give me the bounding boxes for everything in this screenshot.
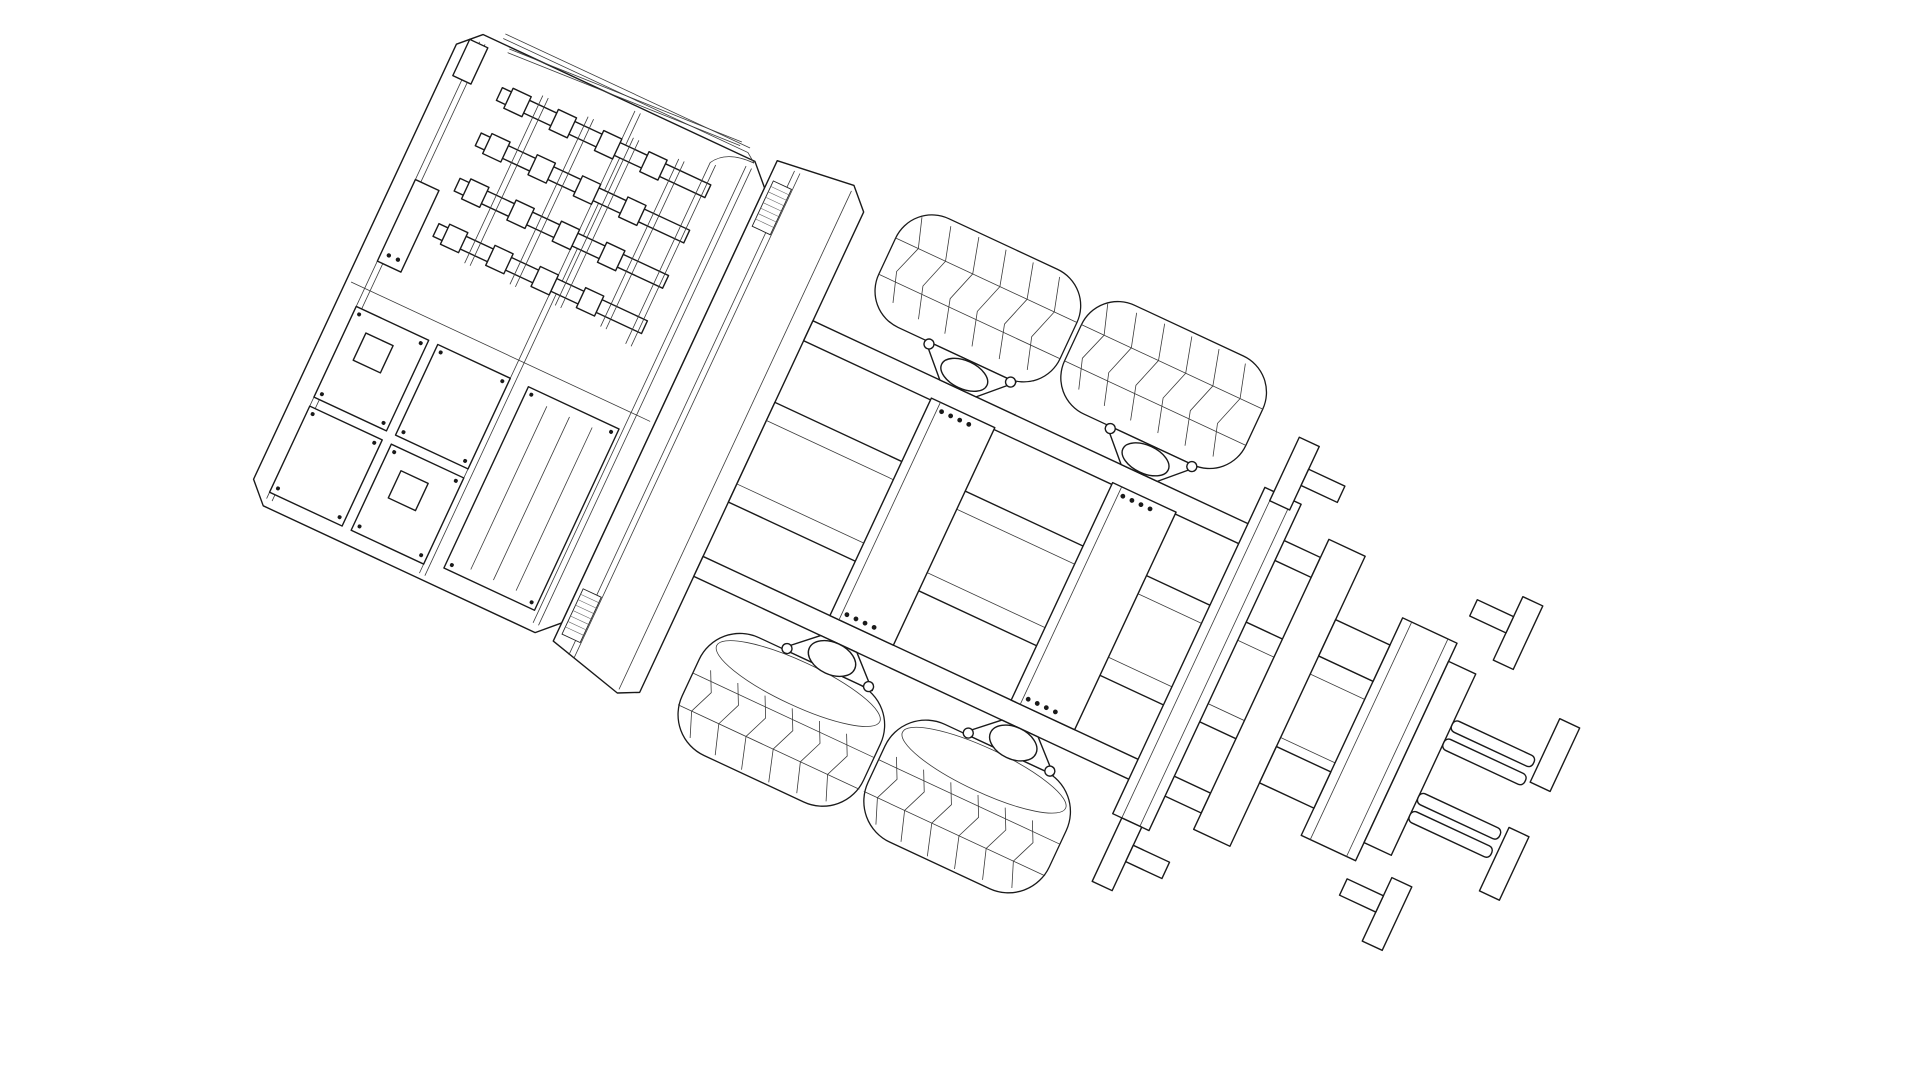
outrigger-pad-3 — [1529, 717, 1581, 793]
outrigger-pads — [1091, 436, 1581, 952]
suspension-upper-rear — [1104, 422, 1198, 483]
chassis-rails — [693, 320, 1411, 832]
upper-grille — [751, 180, 793, 236]
hydraulic-cylinders — [1408, 720, 1536, 858]
lower-wheel-pair — [677, 632, 1072, 894]
outrigger-pad-5 — [1338, 876, 1413, 952]
suspension-assemblies — [780, 338, 1198, 777]
suspension-upper-front — [923, 338, 1017, 398]
access-panels — [268, 305, 620, 611]
outrigger-pad-2 — [1091, 817, 1171, 892]
lower-wheel-front — [677, 632, 886, 807]
rear-frame — [1192, 538, 1536, 862]
tubular-rack — [432, 33, 755, 347]
suspension-lower-front — [780, 634, 875, 693]
lower-wheel-rear — [863, 719, 1072, 894]
outrigger-pad-1 — [1269, 436, 1346, 511]
mid-body — [552, 160, 865, 694]
outrigger-pad-4 — [1478, 826, 1530, 901]
lower-grille — [561, 588, 602, 644]
outrigger-pad-6 — [1469, 595, 1544, 671]
suspension-lower-rear — [962, 719, 1056, 777]
